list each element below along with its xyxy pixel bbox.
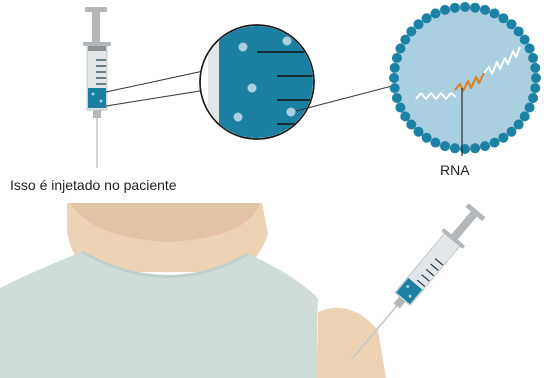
lipid-bead [430,137,441,148]
lipid-bead [489,137,500,148]
lipid-bead [400,111,411,122]
lipid-bead [421,132,432,143]
lipid-bead [480,4,490,15]
lipid-bead [498,13,509,24]
lipid-bead [440,4,450,15]
lipid-bead [391,93,402,103]
lipid-bead [389,83,400,94]
lipid-bead [395,43,406,54]
patient-shirt [0,252,320,378]
lipid-nanoparticle [389,2,541,154]
zoom-line-bottom [105,89,207,107]
lipid-bead [449,143,460,154]
zoom-line-top [105,69,209,93]
caption-rna: RNA [440,162,470,178]
lipid-bead [421,13,432,24]
lipid-bead [528,93,539,103]
lipid-bead [440,141,450,152]
lipid-bead [513,119,524,130]
lipid-bead [460,2,470,12]
rna-strand [415,46,521,156]
lipid-bead [449,2,460,13]
magnifier-circle [199,24,315,140]
lipid-bead [530,83,541,94]
lipid-bead [528,53,539,63]
lipid-bead [406,119,417,130]
lipid-bead [519,34,530,45]
lipid-bead [506,126,517,137]
patient-chin-shadow [70,203,260,242]
lipid-bead [513,26,524,37]
lipid-bead [470,2,481,13]
caption-injected-into-patient: Isso é injetado no paciente [10,177,177,193]
lipid-bead [498,132,509,143]
patient-figure [0,203,386,378]
lipid-bead [389,73,399,83]
lipid-bead [480,141,490,152]
lipid-bead [506,19,517,30]
lipid-bead [430,8,441,19]
lipid-bead [530,62,541,73]
lipid-bead [391,53,402,63]
lipid-bead [524,43,535,54]
lipid-bead [413,19,424,30]
lipid-bead [413,126,424,137]
lipid-bead [395,102,406,113]
lipid-bead [489,8,500,19]
lipid-bead [400,34,411,45]
patient-shoulder [318,307,386,378]
syringe-icon-injecting [351,203,485,360]
syringe-icon [83,7,111,168]
lipid-bead [470,143,481,154]
lipid-bead [524,102,535,113]
lipid-bead [406,26,417,37]
lipid-bead [531,73,541,83]
patient-neckline [81,250,249,278]
lipid-bead [519,111,530,122]
lipid-bead [389,62,400,73]
zoom-line-particle [295,85,393,112]
